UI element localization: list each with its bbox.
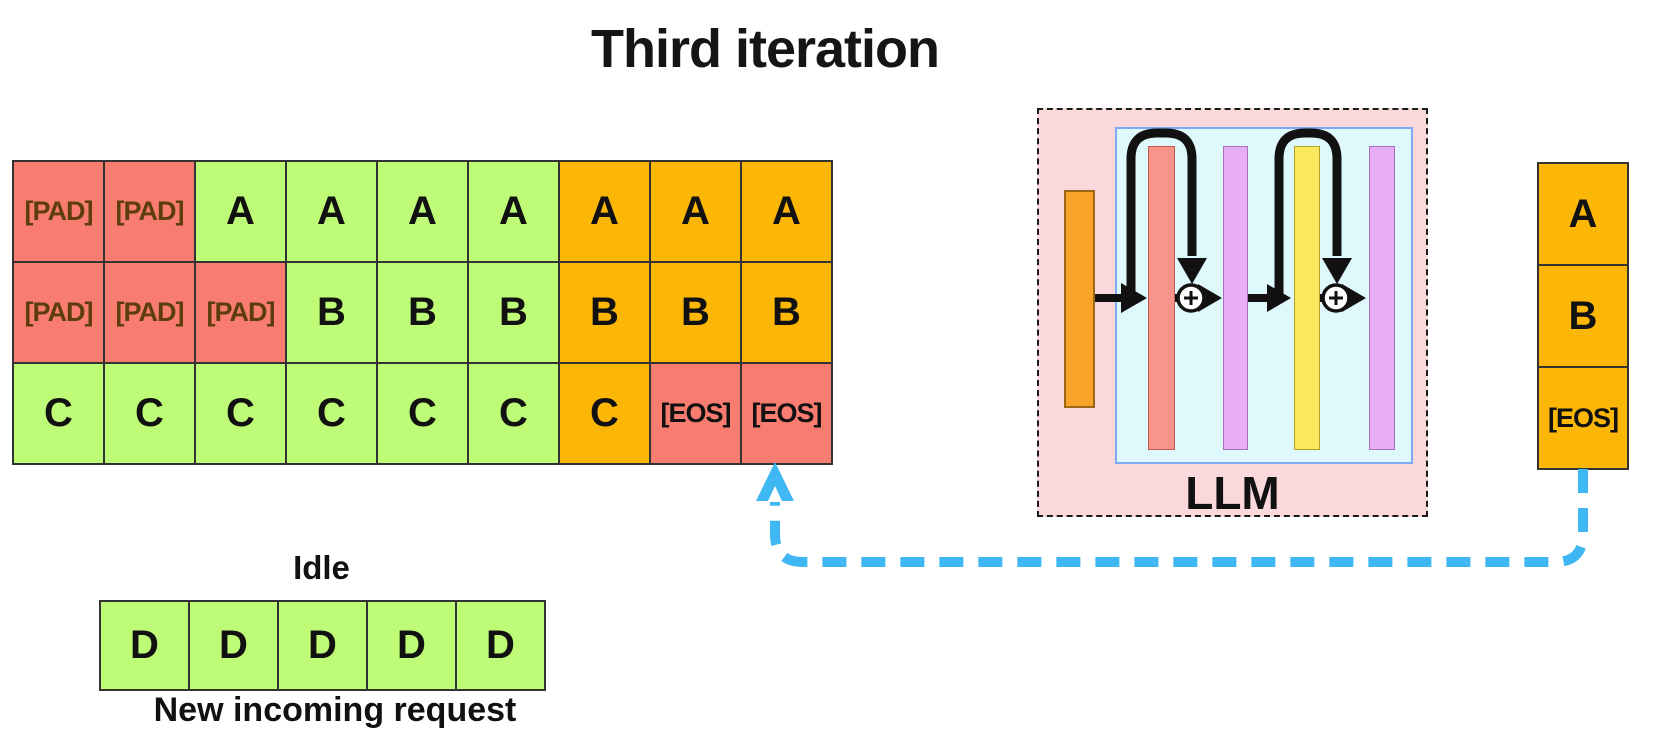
batch-cell: C xyxy=(13,363,104,464)
llm-label: LLM xyxy=(1185,467,1280,519)
batch-cell: C xyxy=(377,363,468,464)
batch-cell: C xyxy=(286,363,377,464)
batch-cell: B xyxy=(559,262,650,363)
idle-request-row: D D D D D xyxy=(99,600,546,691)
batch-cell: C xyxy=(195,363,286,464)
batch-cell: [PAD] xyxy=(13,262,104,363)
batch-cell: C xyxy=(559,363,650,464)
new-request-caption: New incoming request xyxy=(153,691,517,729)
feedback-arrowhead-icon xyxy=(756,462,794,501)
batch-cell: A xyxy=(468,161,559,262)
batch-cell: B xyxy=(286,262,377,363)
batch-cell: B xyxy=(468,262,559,363)
batch-cell: [PAD] xyxy=(13,161,104,262)
idle-cell: D xyxy=(367,601,456,690)
idle-cell: D xyxy=(278,601,367,690)
batch-cell-eos: [EOS] xyxy=(650,363,741,464)
batch-cell: A xyxy=(650,161,741,262)
layer-bar-3 xyxy=(1294,146,1320,450)
batch-cell: B xyxy=(650,262,741,363)
batch-grid: [PAD] [PAD] A A A A A A A [PAD] [PAD] [P… xyxy=(12,160,833,465)
batch-cell: B xyxy=(377,262,468,363)
batch-cell: A xyxy=(741,161,832,262)
layer-bar-1 xyxy=(1148,146,1175,450)
idle-label: Idle xyxy=(293,549,350,586)
batch-cell: A xyxy=(195,161,286,262)
page-title: Third iteration xyxy=(591,19,940,79)
idle-cell: D xyxy=(189,601,278,690)
batch-cell: B xyxy=(741,262,832,363)
layer-bar-2 xyxy=(1223,146,1248,450)
idle-cell: D xyxy=(100,601,189,690)
batch-cell: [PAD] xyxy=(195,262,286,363)
output-cell: B xyxy=(1538,265,1628,367)
batch-cell: C xyxy=(468,363,559,464)
batch-cell: A xyxy=(377,161,468,262)
output-token-column: A B [EOS] xyxy=(1537,162,1629,470)
idle-cell: D xyxy=(456,601,545,690)
output-cell-eos: [EOS] xyxy=(1538,367,1628,469)
batch-cell-eos: [EOS] xyxy=(741,363,832,464)
batch-cell: [PAD] xyxy=(104,161,195,262)
batch-cell: C xyxy=(104,363,195,464)
batch-cell: A xyxy=(559,161,650,262)
output-cell: A xyxy=(1538,163,1628,265)
batch-cell: A xyxy=(286,161,377,262)
layer-bar-4 xyxy=(1369,146,1395,450)
batch-cell: [PAD] xyxy=(104,262,195,363)
input-embedding-bar xyxy=(1064,190,1095,408)
